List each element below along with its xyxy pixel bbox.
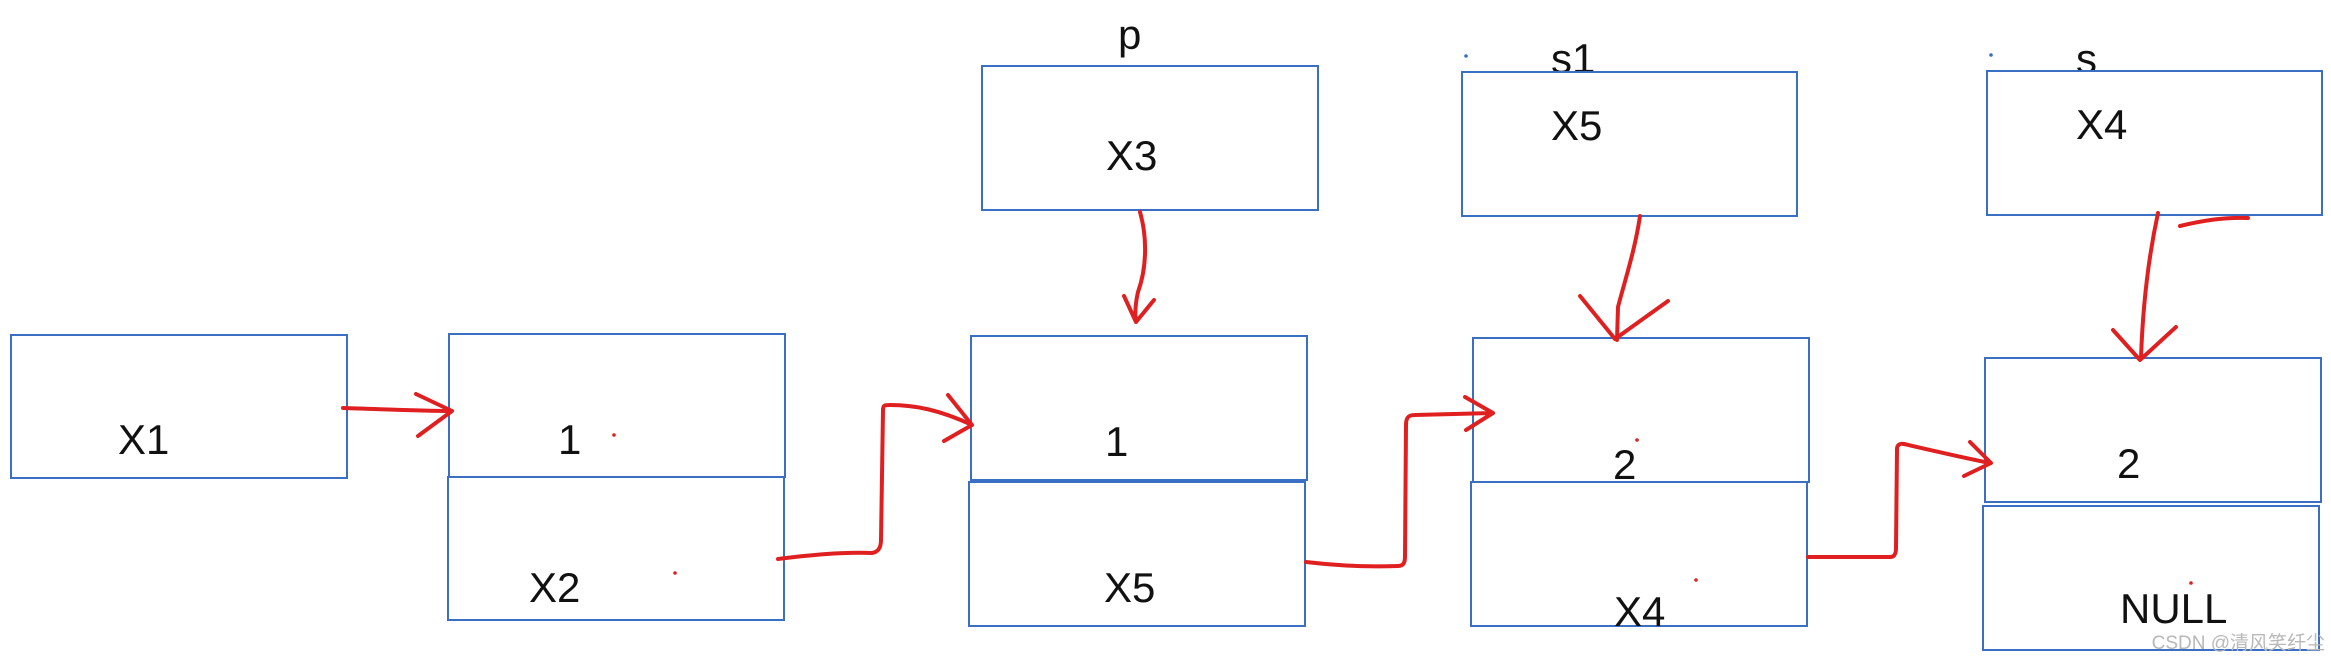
- pointer-s-label: s: [2076, 35, 2097, 82]
- node-4-data-cell: [1984, 357, 2322, 503]
- pointer-p-box: [981, 65, 1319, 211]
- stray-dot: [2189, 581, 2193, 585]
- node-2-data-cell: [970, 335, 1308, 481]
- stray-dot: [673, 571, 677, 575]
- node-4-next-value: NULL: [2120, 585, 2228, 632]
- node-4-data-value: 2: [2117, 440, 2141, 487]
- arrow-s-to-node-4: [2111, 211, 2178, 362]
- arrow-node-2-to-node-3: [1304, 395, 1495, 569]
- arrow-s1-to-node-3: [1578, 214, 1670, 342]
- pointer-s-value: X4: [2076, 101, 2128, 148]
- arrow-head-to-node-1: [341, 392, 454, 438]
- pointer-s1-box: [1461, 71, 1798, 217]
- node-3-next-value: X4: [1614, 588, 1666, 635]
- arrow-p-to-node-2: [1122, 210, 1156, 324]
- pointer-p-value: X3: [1106, 132, 1158, 179]
- stray-dot: [1464, 54, 1468, 58]
- stray-mark-near-s: [2178, 215, 2250, 228]
- head-pointer-value: X1: [118, 416, 170, 463]
- node-3-next-cell: [1470, 481, 1808, 627]
- node-2-next-value: X5: [1104, 564, 1156, 611]
- pointer-s1-value: X5: [1551, 102, 1603, 149]
- head-pointer-box: [10, 334, 348, 479]
- pointer-p-label: p: [1118, 11, 1142, 58]
- stray-dot: [612, 433, 616, 437]
- stray-dot: [1635, 438, 1639, 442]
- arrow-node-3-to-node-4: [1806, 440, 1993, 559]
- arrow-node-1-to-node-2: [776, 393, 974, 561]
- stray-dot: [1694, 578, 1698, 582]
- node-2-next-cell: [968, 481, 1306, 627]
- pointer-s-box: [1986, 70, 2323, 216]
- node-1-next-cell: [447, 476, 785, 621]
- node-2-data-value: 1: [1105, 418, 1129, 465]
- node-4-next-cell: [1982, 505, 2320, 651]
- stray-dot: [1989, 53, 1993, 57]
- watermark: CSDN @清风笑纤尘: [2151, 633, 2325, 654]
- node-1-data-value: 1: [558, 416, 582, 463]
- node-1-next-value: X2: [529, 564, 581, 611]
- node-3-data-value: 2: [1613, 441, 1637, 488]
